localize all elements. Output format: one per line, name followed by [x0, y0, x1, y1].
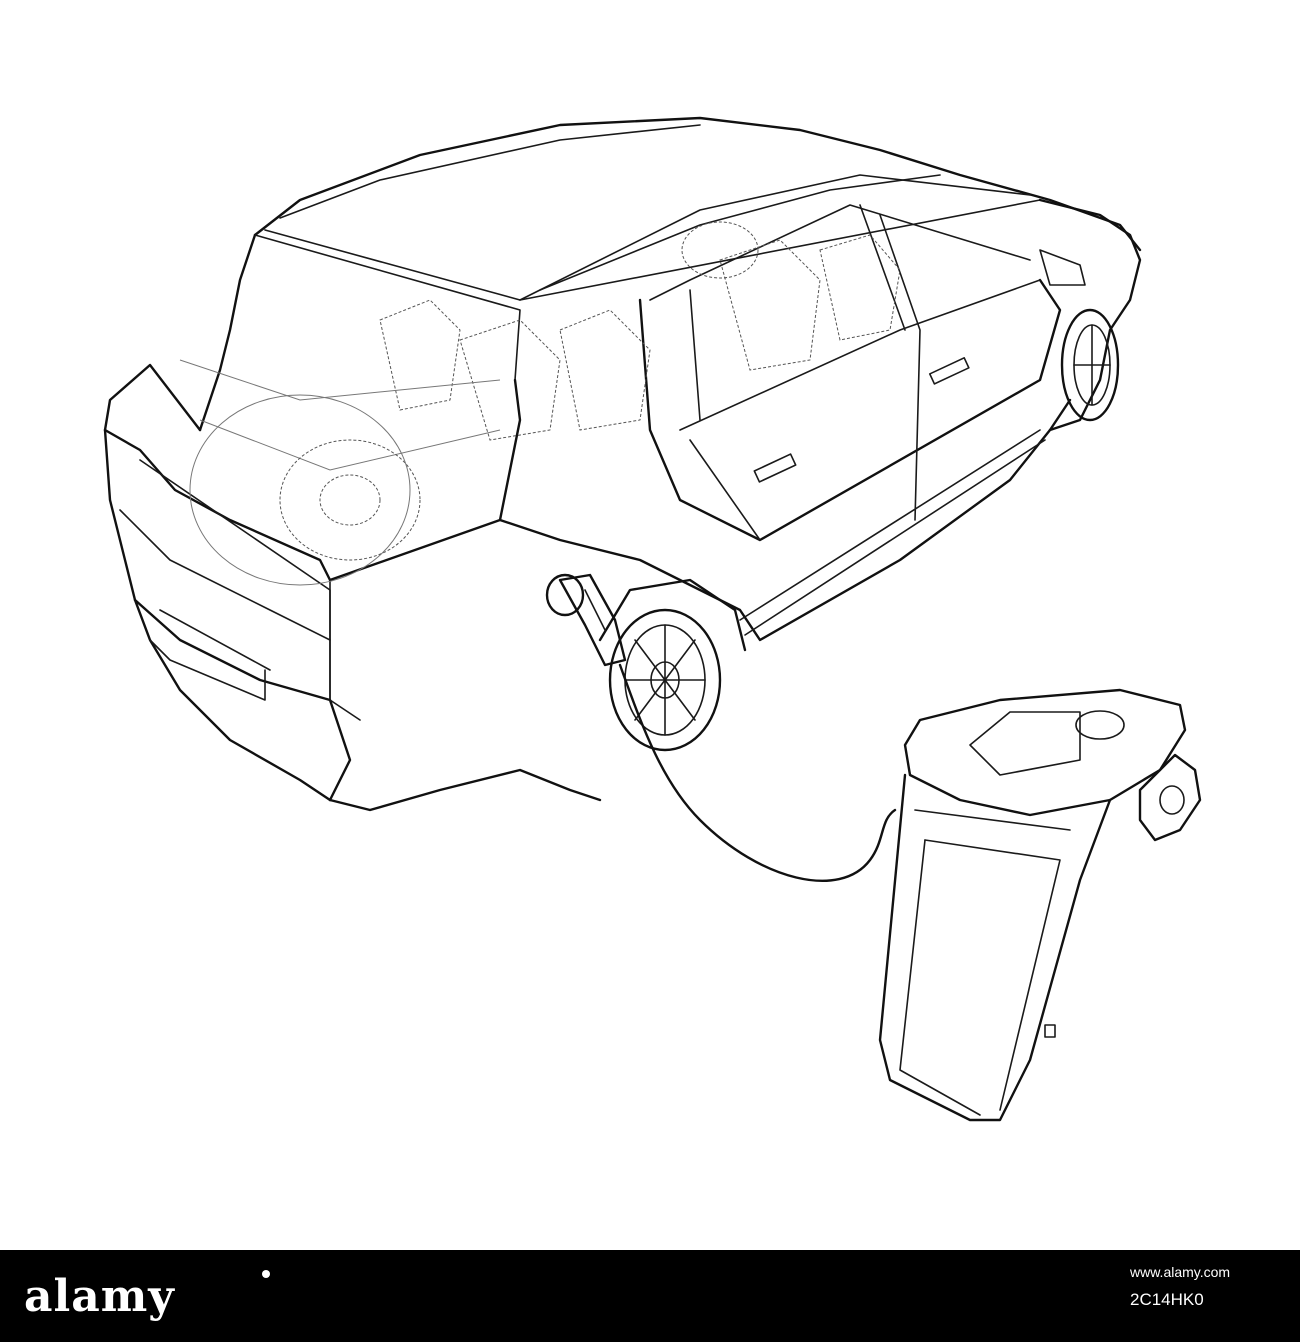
car-body: [103, 116, 1142, 812]
charging-cable: [618, 663, 897, 882]
rear-wheel: [598, 578, 747, 752]
charging-station: [878, 688, 1202, 1122]
illustration-canvas: [103, 116, 1202, 1122]
watermark-footer: alamy www.alamy.com 2C14HK0: [0, 1250, 1300, 1342]
footer-caption: www.alamy.com: [1130, 1264, 1231, 1280]
logo-dot-icon: [262, 1270, 270, 1278]
brand-logo: alamy: [24, 1271, 175, 1322]
image-id: 2C14HK0: [1130, 1290, 1204, 1309]
car-interior: [179, 221, 901, 586]
front-wheel: [1060, 308, 1120, 422]
car-charging-wireframe: [103, 116, 1202, 1122]
charging-plug: [545, 573, 627, 667]
